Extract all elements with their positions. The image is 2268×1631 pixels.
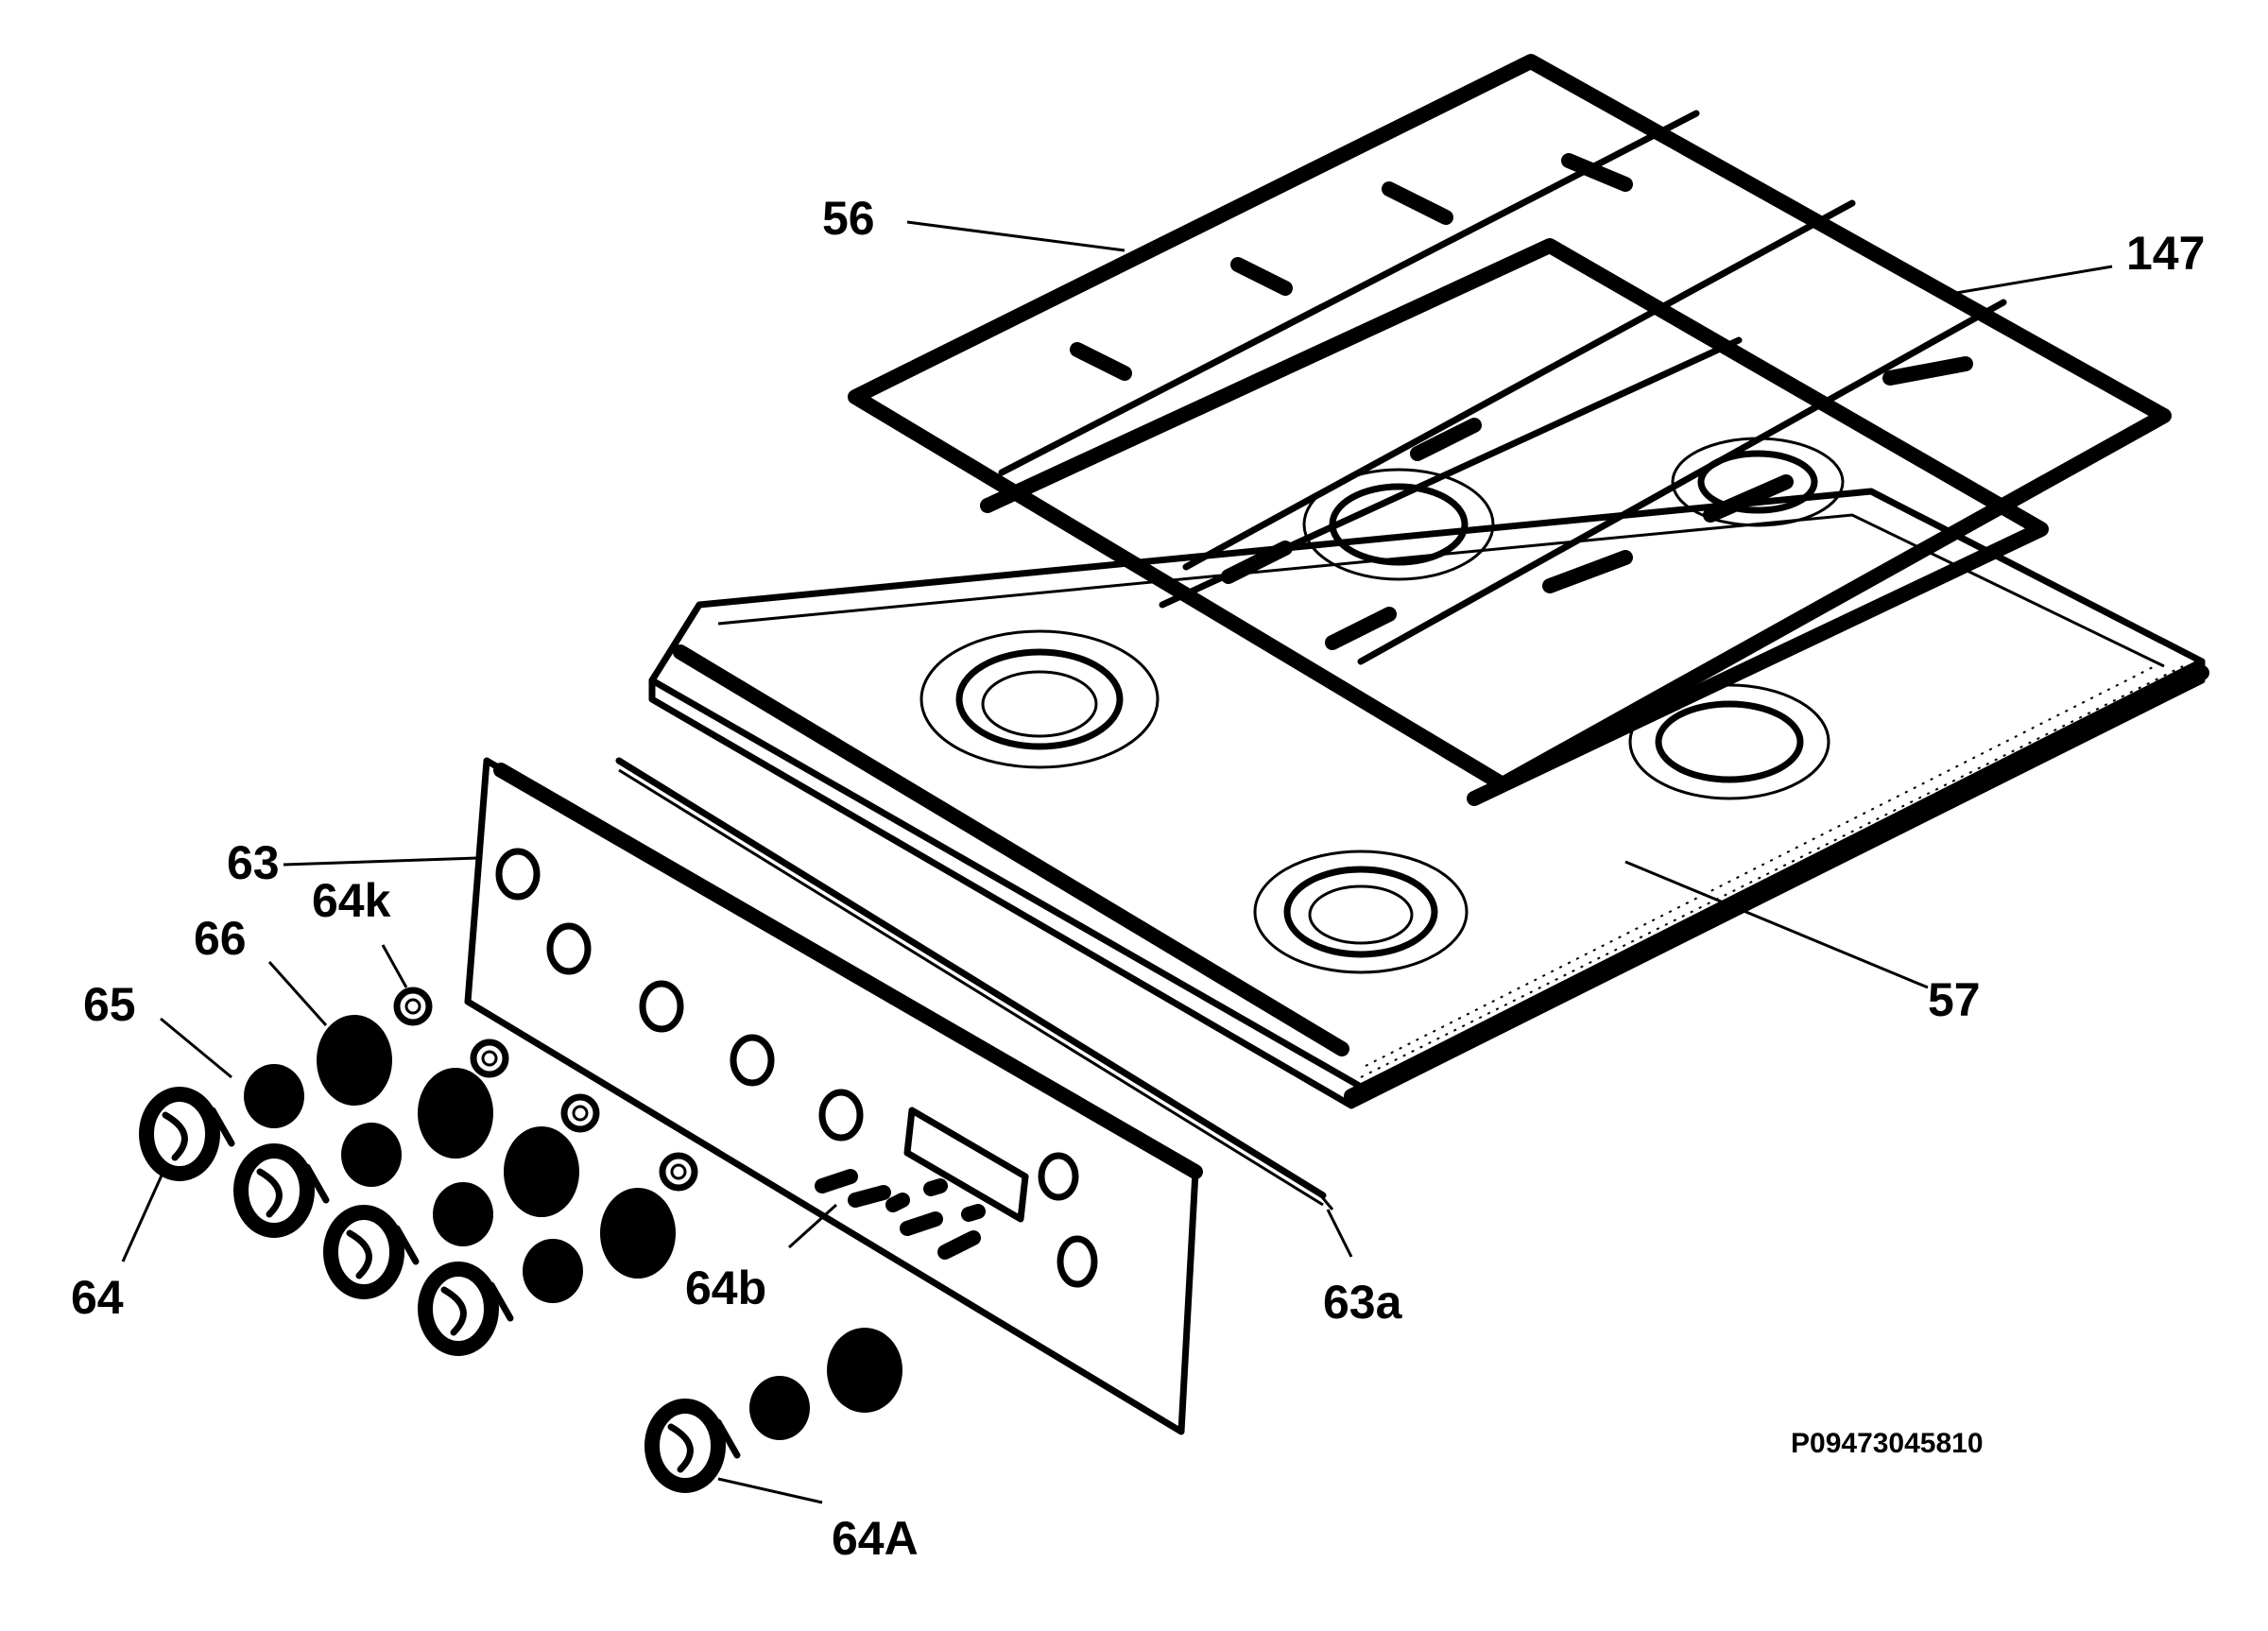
label-56: 56 (822, 192, 875, 245)
panel-strip (615, 757, 1334, 1210)
burner-rear-right (1671, 437, 1845, 527)
panel-knob-holes (495, 848, 1098, 1288)
label-147: 147 (2126, 227, 2205, 280)
label-65: 65 (83, 978, 136, 1031)
indicator-window (903, 1107, 1029, 1223)
label-64A: 64A (832, 1512, 919, 1565)
hob-top-plate (648, 488, 2209, 1109)
knob-caps (139, 1087, 741, 1493)
control-panel (464, 757, 1203, 1435)
label-57: 57 (1928, 973, 1981, 1026)
leader-lines (121, 220, 2113, 1504)
label-64k: 64k (312, 874, 391, 927)
label-63a: 63a (1323, 1276, 1403, 1329)
indicator-symbols (815, 1169, 986, 1260)
pan-support-grid-front (848, 54, 2172, 792)
label-64b: 64b (685, 1262, 766, 1314)
burner-front-left (919, 629, 1160, 769)
knob-bodies (317, 1015, 902, 1413)
label-66: 66 (194, 912, 247, 965)
label-64: 64 (71, 1271, 124, 1324)
label-63: 63 (227, 836, 280, 889)
pan-support-grid-rear (980, 238, 2049, 806)
knob-rings (393, 987, 698, 1192)
burner-front-center (1253, 850, 1469, 974)
knob-inserts (244, 1064, 810, 1440)
reference-code: P09473045810 (1791, 1428, 1984, 1459)
